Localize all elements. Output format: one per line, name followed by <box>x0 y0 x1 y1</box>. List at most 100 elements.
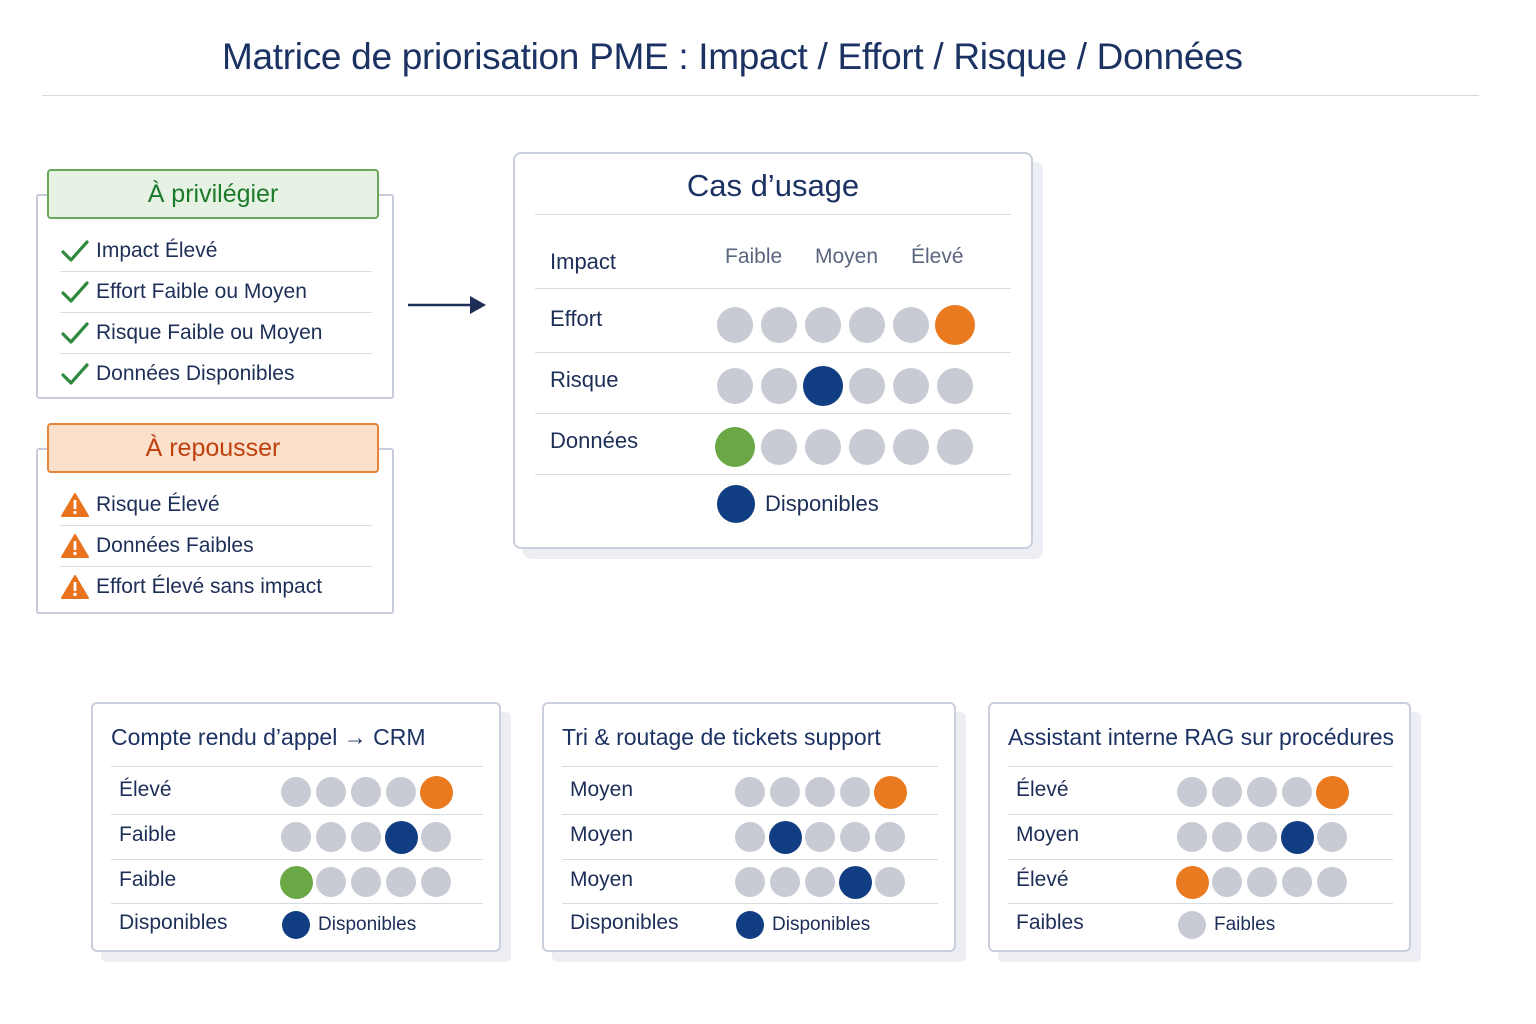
criteria-row-label: Risque <box>550 367 619 392</box>
rating-row-label: Élevé <box>119 778 172 801</box>
rating-dot-gray <box>1282 867 1312 897</box>
rating-dot-gray <box>937 368 973 404</box>
criteria-item-label: Risque Faible ou Moyen <box>96 321 323 344</box>
row-divider <box>111 903 483 904</box>
row-divider <box>535 413 1011 414</box>
rating-dot-gray <box>351 867 381 897</box>
check-icon <box>61 281 89 303</box>
rating-dot-gray <box>316 777 346 807</box>
impact-header-label: Impact <box>550 249 617 274</box>
rating-dot-gray <box>893 429 929 465</box>
rating-dot-gray <box>805 822 835 852</box>
rating-dot-gray <box>1212 777 1242 807</box>
rating-dot-gray <box>875 867 905 897</box>
flow-arrow-icon <box>408 296 486 314</box>
availability-dot <box>282 911 310 939</box>
row-divider <box>562 814 938 815</box>
rating-dot-gray <box>893 307 929 343</box>
rating-dot-navy <box>803 366 843 406</box>
row-divider <box>111 814 483 815</box>
rating-dot-gray <box>805 429 841 465</box>
rating-dot-gray <box>351 777 381 807</box>
availability-label: Disponibles <box>119 911 228 934</box>
criteria-item-label: Données Disponibles <box>96 362 295 385</box>
rating-dot-gray <box>805 307 841 343</box>
rating-dot-gray <box>1212 822 1242 852</box>
criteria-item: Risque Élevé <box>60 485 372 526</box>
use-case-card: Cas d’usage Impact Faible Moyen Élevé Ef… <box>513 152 1033 549</box>
rating-dot-gray <box>770 867 800 897</box>
rating-dot-orange <box>935 305 975 345</box>
card-title-divider <box>535 214 1011 215</box>
row-divider <box>535 288 1011 289</box>
criteria-row-label: Effort <box>550 306 603 331</box>
title-divider <box>42 95 1479 96</box>
rating-dot-gray <box>849 368 885 404</box>
rating-dot-gray <box>1177 822 1207 852</box>
criteria-item-label: Effort Élevé sans impact <box>96 575 323 598</box>
rating-dot-gray <box>1282 777 1312 807</box>
rating-dot-gray <box>316 867 346 897</box>
row-divider <box>535 352 1011 353</box>
rating-dot-gray <box>735 867 765 897</box>
criteria-item-label: Données Faibles <box>96 534 254 557</box>
rating-dot-gray <box>1247 867 1277 897</box>
rating-dot-gray <box>761 307 797 343</box>
rating-dot-gray <box>421 867 451 897</box>
rating-row-label: Élevé <box>1016 868 1069 891</box>
criteria-item-label: Risque Élevé <box>96 493 220 516</box>
warning-icon <box>61 493 89 517</box>
rating-dot-gray <box>1317 822 1347 852</box>
rating-row-label: Moyen <box>570 823 634 846</box>
availability-dot-label: Disponibles <box>772 914 871 935</box>
favor-header: À privilégier <box>47 169 379 219</box>
criteria-item: Impact Élevé <box>60 231 372 272</box>
rating-dot-navy <box>768 820 802 854</box>
rating-dot-orange <box>1175 865 1209 899</box>
criteria-row-label: Données <box>550 428 639 453</box>
availability-dot-label: Disponibles <box>318 914 417 935</box>
rating-row-label: Élevé <box>1016 778 1069 801</box>
legend-dot <box>717 485 755 523</box>
criteria-item: Données Disponibles <box>60 354 372 394</box>
rating-row-label: Faible <box>119 868 177 891</box>
rating-dot-gray <box>1247 822 1277 852</box>
rating-dot-gray <box>1317 867 1347 897</box>
rating-dot-gray <box>735 777 765 807</box>
rating-dot-gray <box>761 429 797 465</box>
rating-dot-gray <box>805 777 835 807</box>
availability-dot <box>1178 911 1206 939</box>
rating-dot-gray <box>735 822 765 852</box>
scale-label-medium: Moyen <box>815 245 879 268</box>
rating-dot-gray <box>717 368 753 404</box>
row-divider <box>562 766 938 767</box>
scale-label-low: Faible <box>725 245 783 268</box>
rating-dot-gray <box>281 777 311 807</box>
rating-dot-gray <box>849 307 885 343</box>
availability-dot <box>736 911 764 939</box>
reject-header: À repousser <box>47 423 379 473</box>
scale-label-high: Élevé <box>911 245 964 268</box>
row-divider <box>562 903 938 904</box>
use-case-title: Compte rendu d’appel → CRM <box>111 724 426 750</box>
row-divider <box>1008 859 1393 860</box>
use-case-card-title: Cas d’usage <box>686 168 860 203</box>
rating-row-label: Faible <box>119 823 177 846</box>
use-case-title: Tri & routage de tickets support <box>562 724 881 750</box>
rating-dot-navy <box>1280 820 1314 854</box>
row-divider <box>111 766 483 767</box>
rating-row-label: Moyen <box>570 778 634 801</box>
row-divider <box>562 859 938 860</box>
warning-icon <box>61 534 89 558</box>
rating-dot-orange <box>1315 775 1349 809</box>
rating-dot-green <box>279 865 313 899</box>
row-divider <box>1008 814 1393 815</box>
rating-dot-gray <box>316 822 346 852</box>
warning-icon <box>61 575 89 599</box>
